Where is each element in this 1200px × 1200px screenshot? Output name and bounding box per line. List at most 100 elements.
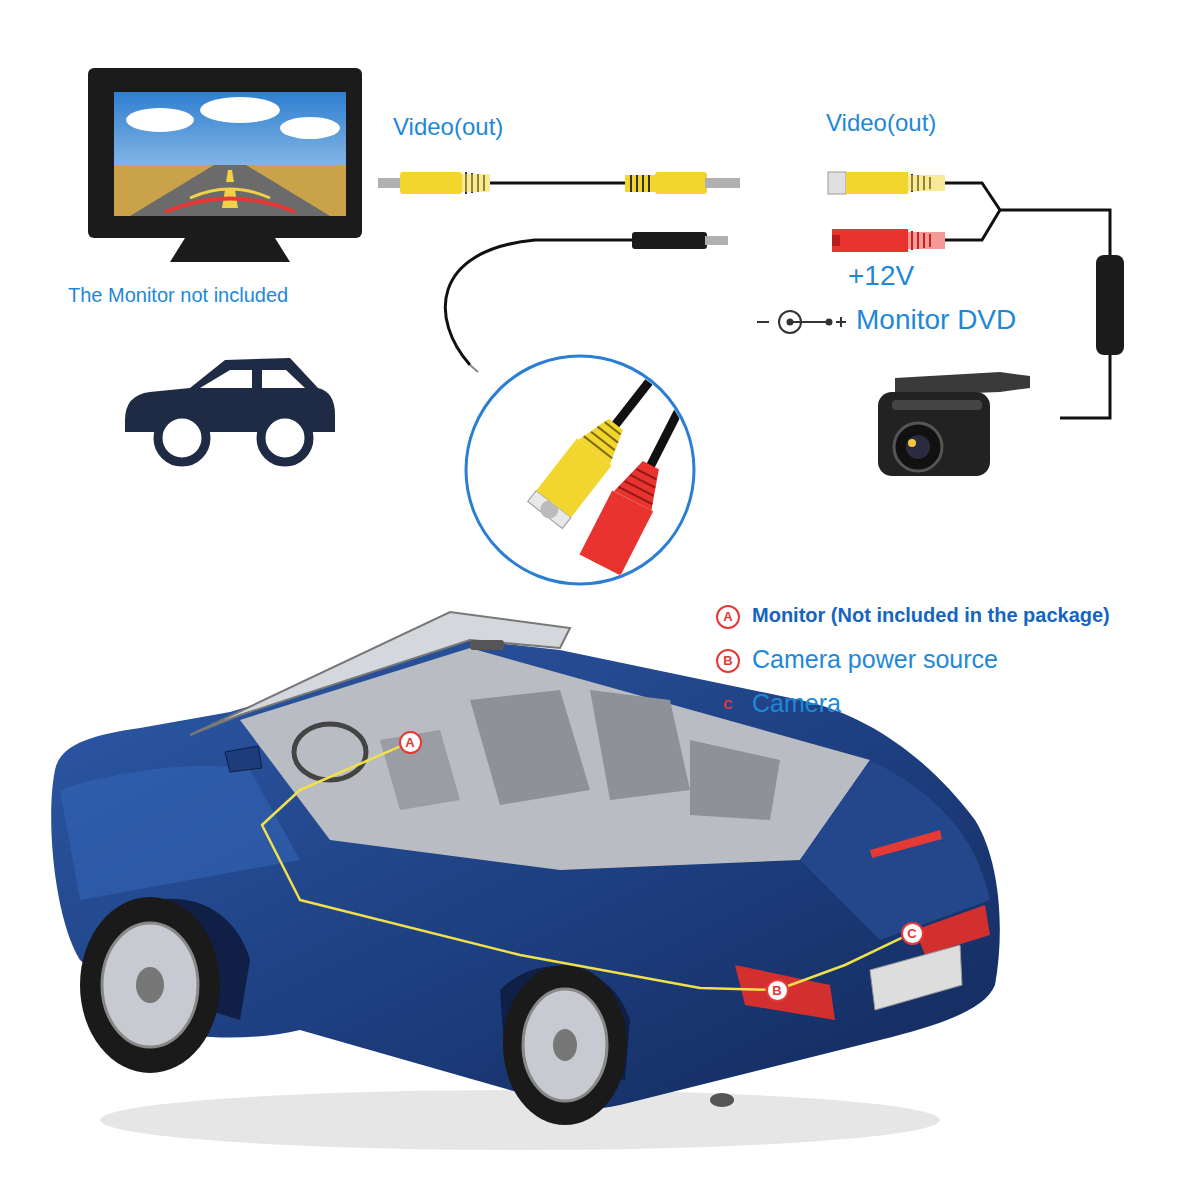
legend-letter-circle-part [717, 606, 739, 628]
car-illustration-part [51, 640, 1000, 1109]
monitor-illustration-part [114, 92, 346, 216]
note-text: The Monitor not included [68, 284, 288, 307]
camera-illustration-part [894, 423, 942, 471]
car-illustration-part [380, 730, 460, 810]
magnifier-circle-part [591, 432, 615, 450]
car-illustration-part [60, 766, 300, 900]
trigger-wire-part [470, 365, 478, 372]
rca-video-cable-part [462, 174, 490, 192]
monitor-illustration-part [88, 68, 362, 238]
monitor-illustration-part [200, 97, 280, 123]
signal-label: Video(out) [826, 109, 936, 137]
monitor-illustration-part [114, 165, 346, 216]
rca-video-cable-part [636, 175, 638, 192]
polarity-symbol [757, 311, 846, 333]
callout-letter: B [772, 984, 781, 997]
magnifier-circle-part [580, 323, 739, 576]
car-icon-part [200, 370, 252, 388]
car-illustration-part [710, 1093, 734, 1107]
polarity-symbol-part [757, 321, 769, 323]
wire-route [262, 747, 766, 990]
camera-cable-part [846, 172, 908, 194]
camera-cable-part [832, 235, 840, 246]
rca-video-cable-part [490, 182, 625, 185]
magnifier-circle-part [618, 465, 663, 504]
trigger-wire-part [705, 236, 728, 245]
rca-video-cable-part [631, 175, 649, 192]
car-illustration [51, 612, 1000, 1150]
monitor-illustration-part [190, 189, 270, 198]
rca-video-cable-part [400, 172, 462, 194]
rca-video-cable-part [655, 172, 707, 194]
trigger-wire-part [445, 240, 632, 365]
monitor-illustration-part [170, 238, 290, 262]
magnifier-circle-part [605, 422, 621, 434]
car-illustration-part [590, 690, 690, 800]
monitor-illustration-part [280, 117, 340, 139]
car-illustration-part [553, 1029, 577, 1061]
rca-video-cable-part [378, 178, 402, 188]
rca-video-cable-part [630, 175, 632, 192]
rca-video-cable-part [625, 175, 657, 192]
car-illustration-part [470, 640, 504, 650]
rca-video-cable-part [648, 175, 650, 192]
power-label: Monitor DVD [856, 304, 1016, 336]
legend-letter: B [723, 654, 732, 669]
car-illustration-part [190, 612, 570, 735]
trigger-wire-part [632, 232, 707, 249]
car-illustration-part [503, 965, 627, 1125]
car-illustration-part [870, 830, 942, 858]
car-illustration-part [800, 760, 990, 940]
camera-illustration [878, 372, 1030, 476]
car-icon-part [261, 414, 309, 462]
car-illustration-part [470, 690, 590, 805]
trigger-wire [445, 232, 728, 372]
car-icon-part [158, 414, 206, 462]
polarity-symbol-part [840, 317, 842, 327]
magnifier-circle-part [637, 469, 657, 479]
legend-letter: A [723, 610, 732, 625]
camera-illustration-part [892, 400, 982, 410]
legend-text: Camera power source [752, 645, 998, 674]
car-illustration-part [523, 989, 607, 1101]
camera-illustration-part [878, 392, 990, 476]
camera-illustration-part [906, 435, 930, 459]
callout-circle: B [766, 979, 789, 1002]
legend-text: Camera [752, 689, 841, 718]
camera-cable-part [908, 175, 945, 191]
legend-letter: C [723, 698, 732, 713]
camera-cable-part [945, 210, 1000, 240]
polarity-symbol-part [790, 321, 826, 323]
magnifier-circle-part [584, 417, 627, 458]
monitor-illustration [88, 68, 362, 262]
car-illustration-part [225, 746, 262, 772]
monitor-illustration-part [126, 108, 194, 132]
monitor-illustration-part [226, 170, 234, 182]
magnifier-circle-part [650, 333, 718, 467]
magnifier-circle-part [466, 356, 694, 584]
voltage-label: +12V [848, 260, 914, 292]
magnifier-circle-part [578, 412, 631, 464]
monitor-illustration-part [165, 199, 295, 213]
car-illustration-part [690, 740, 780, 820]
callout-letter: C [907, 927, 916, 940]
legend-letter-circle-part [717, 650, 739, 672]
rca-video-cable-part [642, 175, 644, 192]
callout-letter: A [405, 736, 414, 749]
car-illustration-part [102, 923, 198, 1047]
car-icon-part [262, 370, 305, 388]
monitor-illustration-part [130, 165, 330, 216]
callout-circle: C [901, 922, 924, 945]
car-illustration-part [294, 724, 366, 780]
rca-video-cable [378, 172, 740, 194]
wire-route [788, 938, 902, 986]
magnifier-circle-part [526, 297, 722, 531]
magnifier-circle [466, 297, 739, 584]
camera-cable-part [908, 232, 945, 249]
car-illustration-part [136, 967, 164, 1003]
camera-cable-part [1096, 255, 1124, 355]
magnifier-circle-part [526, 297, 738, 576]
